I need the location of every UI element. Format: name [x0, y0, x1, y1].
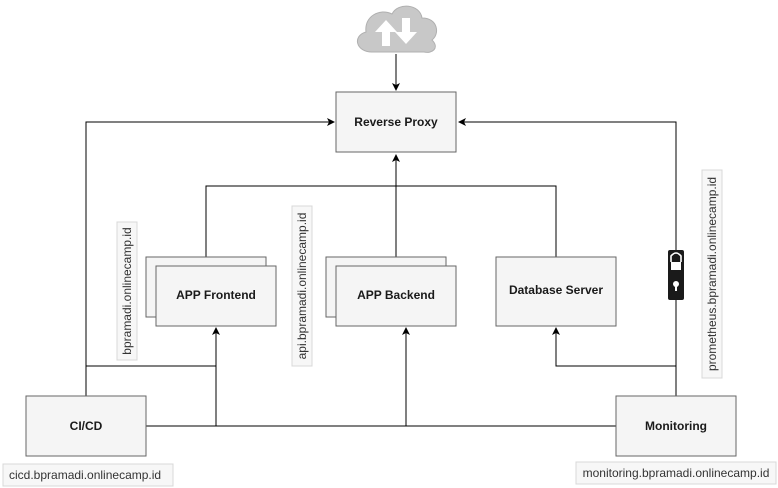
backend-domain-tag: api.bpramadi.onlinecamp.id — [291, 205, 313, 367]
monitoring-label: Monitoring — [645, 419, 707, 433]
database-server-label: Database Server — [509, 283, 603, 297]
prometheus-domain-tag: prometheus.bpramadi.onlinecamp.id — [701, 169, 723, 379]
monitoring-domain-tag: monitoring.bpramadi.onlinecamp.id — [575, 461, 777, 485]
monitoring-node[interactable]: Monitoring — [615, 395, 737, 457]
cloud-icon — [357, 5, 438, 53]
cicd-domain-text: cicd.bpramadi.onlinecamp.id — [9, 468, 161, 482]
prometheus-domain-text: prometheus.bpramadi.onlinecamp.id — [705, 177, 719, 371]
database-server-node[interactable]: Database Server — [495, 256, 617, 327]
edge-monitoring-to-proxy — [458, 118, 677, 396]
app-frontend-node[interactable]: APP Frontend — [145, 256, 277, 327]
monitoring-domain-text: monitoring.bpramadi.onlinecamp.id — [583, 466, 770, 480]
app-backend-label: APP Backend — [357, 288, 435, 302]
cicd-label: CI/CD — [70, 419, 103, 433]
padlock-icon — [668, 250, 684, 300]
app-frontend-label: APP Frontend — [176, 288, 256, 302]
edge-cicd-to-proxy — [85, 118, 335, 396]
edge-monitoring-to-database — [552, 327, 677, 396]
backend-domain-text: api.bpramadi.onlinecamp.id — [295, 213, 309, 360]
cicd-domain-tag: cicd.bpramadi.onlinecamp.id — [2, 463, 174, 487]
reverse-proxy-label: Reverse Proxy — [354, 115, 438, 129]
frontend-domain-text: bpramadi.onlinecamp.id — [120, 227, 134, 354]
reverse-proxy-node[interactable]: Reverse Proxy — [335, 91, 457, 153]
app-backend-node[interactable]: APP Backend — [325, 256, 457, 327]
connectors — [85, 54, 677, 427]
cicd-node[interactable]: CI/CD — [25, 395, 147, 457]
edge-frontend-to-bus — [205, 185, 557, 257]
frontend-domain-tag: bpramadi.onlinecamp.id — [116, 221, 138, 361]
